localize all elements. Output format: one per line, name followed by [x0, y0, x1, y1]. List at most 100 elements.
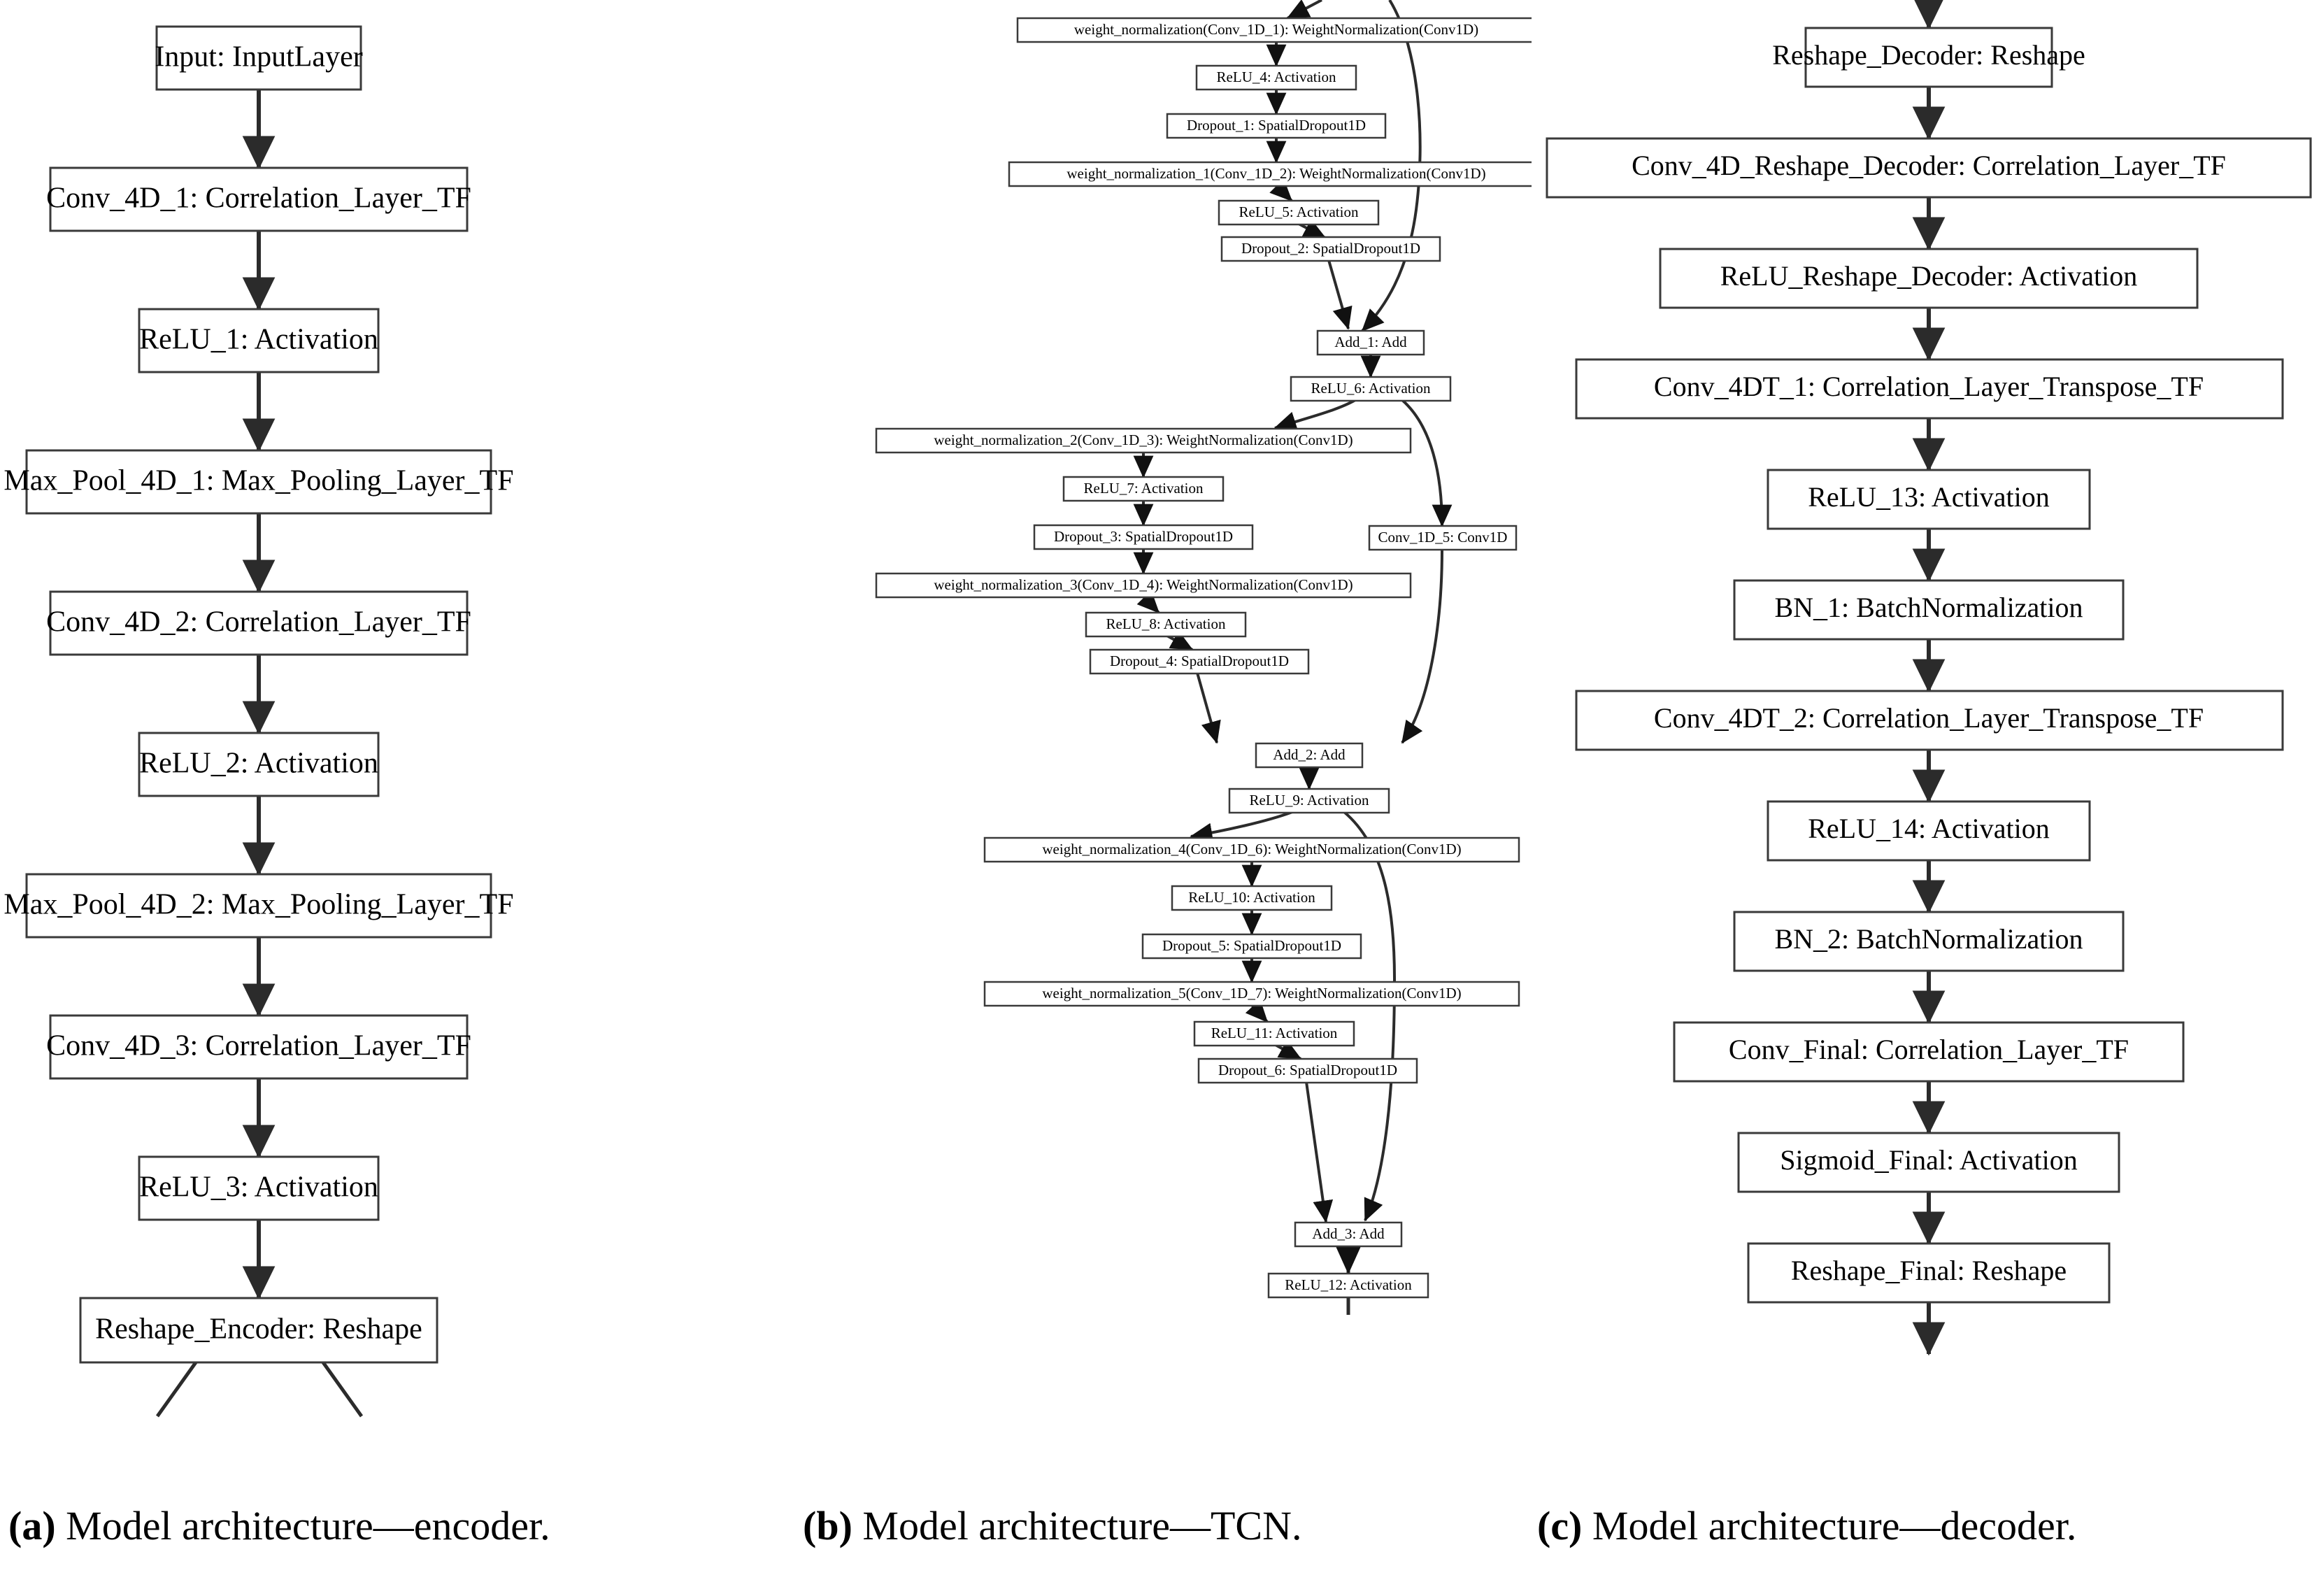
node-relu-6[interactable]: ReLU_6: Activation	[1290, 376, 1452, 402]
node-relu-4[interactable]: ReLU_4: Activation	[1195, 64, 1357, 91]
node-label: ReLU_5: Activation	[1239, 204, 1359, 220]
node-weight-normalization-2[interactable]: weight_normalization_2(Conv_1D_3): Weigh…	[875, 427, 1412, 454]
node-label: ReLU_8: Activation	[1106, 615, 1226, 632]
node-add-1[interactable]: Add_1: Add	[1316, 329, 1425, 356]
node-label: Conv_4D_Reshape_Decoder: Correlation_Lay…	[1632, 150, 2226, 181]
node-max-pool-4d-1[interactable]: Max_Pool_4D_1: Max_Pooling_Layer_TF	[3, 449, 514, 515]
tcn-graph: weight_normalization(Conv_1D_1): WeightN…	[875, 0, 1532, 1315]
node-label: Dropout_2: SpatialDropout1D	[1241, 240, 1420, 257]
node-relu-11[interactable]: ReLU_11: Activation	[1193, 1020, 1355, 1047]
residual-skip-2	[1401, 549, 1443, 744]
node-label: ReLU_2: Activation	[139, 748, 378, 780]
caption-c: (c) Model architecture—decoder.	[1537, 1502, 2076, 1549]
node-reshape-final[interactable]: Reshape_Final: Reshape	[1747, 1242, 2111, 1304]
node-conv-final[interactable]: Conv_Final: Correlation_Layer_TF	[1673, 1021, 2185, 1083]
node-bn-1[interactable]: BN_1: BatchNormalization	[1733, 579, 2125, 641]
node-label: Conv_4D_3: Correlation_Layer_TF	[46, 1030, 471, 1062]
node-reshape-encoder[interactable]: Reshape_Encoder: Reshape	[79, 1297, 438, 1364]
node-relu-13[interactable]: ReLU_13: Activation	[1767, 469, 2091, 530]
node-relu-10[interactable]: ReLU_10: Activation	[1171, 885, 1333, 911]
node-weight-normalization-5[interactable]: weight_normalization_5(Conv_1D_7): Weigh…	[983, 981, 1520, 1007]
node-label: ReLU_9: Activation	[1250, 792, 1369, 808]
node-label: Reshape_Decoder: Reshape	[1772, 39, 2085, 71]
node-relu-5[interactable]: ReLU_5: Activation	[1218, 199, 1380, 226]
node-label: ReLU_4: Activation	[1217, 69, 1336, 85]
node-label: Reshape_Final: Reshape	[1791, 1255, 2067, 1286]
node-dropout-1[interactable]: Dropout_1: SpatialDropout1D	[1166, 113, 1387, 139]
residual-skip-3	[1343, 811, 1397, 1222]
node-label: BN_1: BatchNormalization	[1774, 592, 2083, 623]
edge-relu9-wn4	[1190, 811, 1293, 843]
node-label: Conv_4DT_2: Correlation_Layer_Transpose_…	[1654, 702, 2204, 734]
node-dropout-2[interactable]: Dropout_2: SpatialDropout1D	[1220, 236, 1441, 262]
node-label: Add_3: Add	[1312, 1225, 1385, 1242]
node-conv-4d-reshape-decoder[interactable]: Conv_4D_Reshape_Decoder: Correlation_Lay…	[1546, 137, 2312, 199]
node-label: ReLU_1: Activation	[139, 324, 378, 356]
node-label: Max_Pool_4D_2: Max_Pooling_Layer_TF	[3, 889, 513, 921]
panel-tcn: weight_normalization(Conv_1D_1): WeightN…	[769, 0, 1532, 1490]
node-weight-normalization-4[interactable]: weight_normalization_4(Conv_1D_6): Weigh…	[983, 836, 1520, 863]
edge-relu11-drop6	[1273, 1039, 1302, 1060]
node-label: Conv_1D_5: Conv1D	[1378, 529, 1508, 546]
node-max-pool-4d-2[interactable]: Max_Pool_4D_2: Max_Pooling_Layer_TF	[3, 873, 514, 939]
node-label: ReLU_12: Activation	[1285, 1276, 1412, 1293]
edge-drop2-add1	[1327, 259, 1353, 330]
node-weight-normalization-1[interactable]: weight_normalization_1(Conv_1D_2): Weigh…	[1008, 161, 1532, 187]
node-label: Input: InputLayer	[155, 41, 362, 73]
node-label: Add_1: Add	[1334, 334, 1407, 350]
node-relu-9[interactable]: ReLU_9: Activation	[1228, 788, 1390, 814]
node-label: Dropout_5: SpatialDropout1D	[1162, 937, 1341, 954]
node-relu-1[interactable]: ReLU_1: Activation	[138, 308, 380, 373]
caption-a-prefix: (a)	[8, 1503, 56, 1548]
node-weight-normalization-3[interactable]: weight_normalization_3(Conv_1D_4): Weigh…	[875, 572, 1412, 599]
node-label: ReLU_13: Activation	[1808, 481, 2050, 513]
edge-wn1-relu5	[1269, 178, 1293, 202]
node-relu-8[interactable]: ReLU_8: Activation	[1085, 611, 1247, 638]
node-label: ReLU_3: Activation	[139, 1171, 378, 1204]
node-dropout-4[interactable]: Dropout_4: SpatialDropout1D	[1089, 648, 1310, 675]
node-add-2[interactable]: Add_2: Add	[1255, 742, 1364, 769]
node-relu-reshape-decoder[interactable]: ReLU_Reshape_Decoder: Activation	[1659, 248, 2199, 309]
caption-c-prefix: (c)	[1537, 1503, 1583, 1548]
node-label: Conv_4D_2: Correlation_Layer_TF	[46, 606, 471, 639]
decoder-graph: Reshape_Decoder: Reshape Conv_4D_Reshape…	[1546, 0, 2312, 1356]
node-label: Conv_4DT_1: Correlation_Layer_Transpose_…	[1654, 371, 2204, 402]
node-label: Reshape_Encoder: Reshape	[95, 1313, 422, 1346]
node-dropout-6[interactable]: Dropout_6: SpatialDropout1D	[1197, 1057, 1418, 1084]
node-label: Dropout_6: SpatialDropout1D	[1218, 1062, 1397, 1078]
caption-b-prefix: (b)	[803, 1503, 852, 1548]
node-conv-4dt-1[interactable]: Conv_4DT_1: Correlation_Layer_Transpose_…	[1575, 358, 2284, 420]
node-conv-4d-2[interactable]: Conv_4D_2: Correlation_Layer_TF	[46, 590, 471, 656]
node-reshape-decoder[interactable]: Reshape_Decoder: Reshape	[1772, 27, 2085, 88]
edge-relu6-wn2	[1273, 399, 1356, 432]
node-label: Conv_4D_1: Correlation_Layer_TF	[46, 183, 471, 215]
caption-b: (b) Model architecture—TCN.	[803, 1502, 1302, 1549]
node-relu-2[interactable]: ReLU_2: Activation	[138, 732, 380, 797]
node-relu-3[interactable]: ReLU_3: Activation	[138, 1155, 380, 1221]
node-conv-4dt-2[interactable]: Conv_4DT_2: Correlation_Layer_Transpose_…	[1575, 690, 2284, 751]
node-label: weight_normalization_3(Conv_1D_4): Weigh…	[934, 576, 1353, 593]
node-weight-normalization-0[interactable]: weight_normalization(Conv_1D_1): WeightN…	[1016, 17, 1532, 43]
node-dropout-5[interactable]: Dropout_5: SpatialDropout1D	[1141, 933, 1362, 960]
edge-drop4-add2	[1196, 672, 1221, 744]
panel-encoder: Input: InputLayer Conv_4D_1: Correlation…	[0, 0, 769, 1490]
node-dropout-3[interactable]: Dropout_3: SpatialDropout1D	[1033, 524, 1254, 550]
node-label: Dropout_1: SpatialDropout1D	[1187, 117, 1366, 134]
node-input[interactable]: Input: InputLayer	[155, 25, 363, 91]
node-conv-1d-5[interactable]: Conv_1D_5: Conv1D	[1368, 525, 1518, 551]
residual-skip-1	[1361, 0, 1422, 332]
node-sigmoid-final[interactable]: Sigmoid_Final: Activation	[1737, 1132, 2120, 1193]
node-label: Max_Pool_4D_1: Max_Pooling_Layer_TF	[3, 465, 513, 497]
node-relu-7[interactable]: ReLU_7: Activation	[1062, 476, 1225, 502]
node-relu-14[interactable]: ReLU_14: Activation	[1767, 800, 2091, 862]
node-relu-12[interactable]: ReLU_12: Activation	[1267, 1272, 1429, 1299]
caption-a: (a) Model architecture—encoder.	[8, 1502, 550, 1549]
node-conv-4d-1[interactable]: Conv_4D_1: Correlation_Layer_TF	[46, 166, 471, 232]
node-label: BN_2: BatchNormalization	[1774, 923, 2083, 955]
panel-decoder: Reshape_Decoder: Reshape Conv_4D_Reshape…	[1532, 0, 2312, 1490]
node-label: ReLU_10: Activation	[1188, 889, 1315, 906]
node-conv-4d-3[interactable]: Conv_4D_3: Correlation_Layer_TF	[46, 1014, 471, 1080]
node-add-3[interactable]: Add_3: Add	[1294, 1221, 1403, 1248]
node-label: ReLU_11: Activation	[1211, 1025, 1338, 1041]
node-bn-2[interactable]: BN_2: BatchNormalization	[1733, 911, 2125, 972]
